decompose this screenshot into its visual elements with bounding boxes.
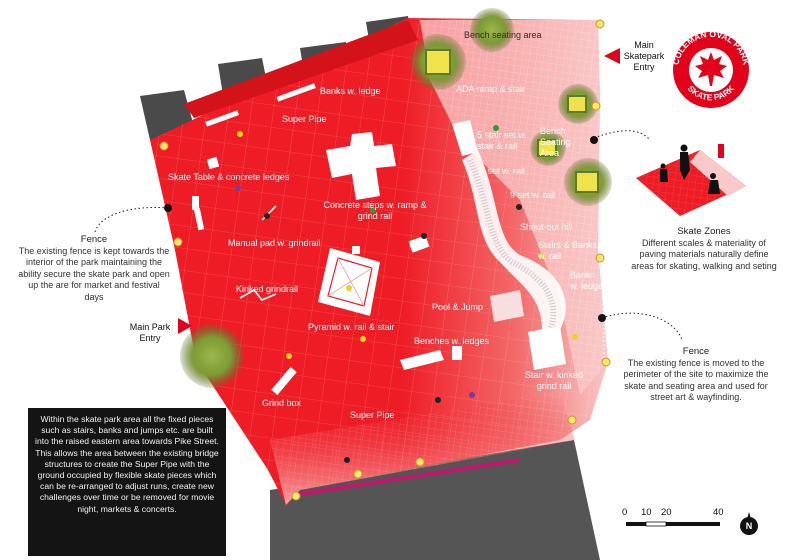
- stair-block: [490, 290, 524, 322]
- scale-bar: [626, 521, 720, 527]
- tree-icon: [180, 324, 244, 388]
- annotation-skate-zones: Skate Zones Different scales & materiali…: [628, 226, 780, 272]
- label-kinked-grindrail: Kinked grindrail: [236, 284, 299, 294]
- tree-icon: [470, 8, 514, 52]
- annotation-title: Fence: [682, 346, 710, 357]
- label-super-pipe-top: Super Pipe: [282, 114, 327, 124]
- label-stairs-banks: Stairs & Banks w. rail: [538, 240, 598, 261]
- scale-tick-label: 20: [661, 507, 672, 518]
- tree-icon: [558, 84, 598, 124]
- leader-line: [94, 206, 169, 233]
- label-banks-ledge-right: Banks w. ledge: [570, 270, 604, 291]
- bench-piece: [400, 350, 444, 370]
- entry-main-skatepark: Main Skatepark Entry: [623, 40, 665, 72]
- pyramid-edge: [337, 257, 365, 307]
- label-banks-ledge-top: Banks w. ledge: [320, 86, 381, 96]
- leader-dot: [598, 314, 606, 322]
- manual-pad: [408, 235, 430, 253]
- tree-icon: [530, 130, 566, 166]
- label-stair-kinked: Stair w. kinked grind rail: [524, 370, 584, 391]
- leader-dot: [590, 136, 598, 144]
- label-seven-set: 7 set w. rail: [480, 166, 526, 176]
- north-label: N: [746, 521, 753, 531]
- ledge: [192, 196, 199, 210]
- skater-icon: [370, 125, 499, 213]
- annotation-body: The existing fence is moved to the perim…: [623, 357, 769, 403]
- annotation-body: Different scales & materiality of paving…: [631, 237, 777, 271]
- ledge: [193, 207, 205, 231]
- label-grind-box: Grind box: [262, 398, 302, 408]
- skate-zones-grid: [636, 150, 746, 216]
- label-pool-jump: Pool & Jump: [432, 302, 484, 312]
- lower-band-grid: [270, 392, 575, 505]
- stair-block: [528, 326, 566, 370]
- info-box: Within the skate park area all the fixed…: [28, 408, 226, 556]
- label-super-pipe-bottom: Super Pipe: [350, 410, 395, 420]
- label-manual-pad: Manual pad w. grindrail: [228, 238, 321, 248]
- leader-dot: [164, 204, 172, 212]
- bench-piece: [352, 246, 360, 254]
- fence-bottom: [299, 458, 521, 496]
- kinked-rail: [239, 288, 277, 301]
- annotation-title: Fence: [80, 234, 108, 245]
- tree-icon: [410, 34, 466, 90]
- logo: [673, 32, 749, 108]
- stair-ribbon: [462, 150, 566, 345]
- north-arrow-icon: [740, 512, 758, 535]
- tree-icon: [564, 158, 612, 206]
- label-ada-ramp: ADA ramp & stair: [456, 84, 526, 94]
- label-skate-table: Skate Table & concrete ledges: [168, 172, 290, 182]
- annotation-fence-left: Fence The existing fence is kept towards…: [18, 234, 170, 303]
- person-icon: [660, 144, 724, 194]
- stair-set: [452, 120, 478, 156]
- annotation-title: Skate Zones: [677, 226, 731, 237]
- scale-tick-label: 10: [641, 507, 652, 518]
- scale-tick-label: 0: [622, 507, 628, 518]
- street-block: [270, 440, 600, 560]
- entry-arrow-icon: [178, 318, 192, 334]
- entry-main-park: Main Park Entry: [129, 322, 171, 343]
- bench-piece: [452, 346, 462, 360]
- label-bench-seating-top: Bench seating area: [464, 30, 542, 40]
- label-concrete-steps: Concrete steps w. ramp & grind rail: [323, 200, 427, 221]
- annotation-fence-right: Fence The existing fence is moved to the…: [616, 346, 776, 404]
- fence-right: [599, 27, 605, 361]
- label-benches-ledges: Benches w. ledges: [414, 336, 490, 346]
- scale-tick-label: 40: [713, 507, 724, 518]
- entry-arrow-icon: [604, 48, 620, 64]
- label-bench-seating-right: Bench Seating Area: [540, 126, 571, 158]
- label-nine-set: 9 set w. rail: [510, 190, 556, 200]
- leader-line: [593, 130, 651, 141]
- leader-line: [601, 312, 683, 341]
- stair-ribbon-lines: [467, 158, 557, 338]
- label-pyramid: Pyramid w. rail & stair: [308, 322, 395, 332]
- grind-box: [271, 366, 297, 396]
- grindrail: [261, 205, 277, 221]
- skater-icon: [264, 204, 522, 463]
- concrete-steps: [326, 132, 396, 200]
- skater-icon: [235, 185, 475, 398]
- skate-table: [206, 156, 220, 170]
- skater-icon: [237, 131, 578, 359]
- pyramid: [318, 248, 380, 316]
- label-five-stair: 5 stair set w. stair & rail: [477, 130, 528, 151]
- ledge-strip: [276, 83, 316, 102]
- annotation-body: The existing fence is kept towards the i…: [18, 245, 170, 302]
- lamp-icon: [159, 19, 611, 501]
- top-edge: [184, 20, 418, 118]
- label-shout-out: Shout-out hill: [520, 222, 573, 232]
- ledge-strip: [205, 110, 240, 127]
- pyramid-edge: [327, 267, 373, 297]
